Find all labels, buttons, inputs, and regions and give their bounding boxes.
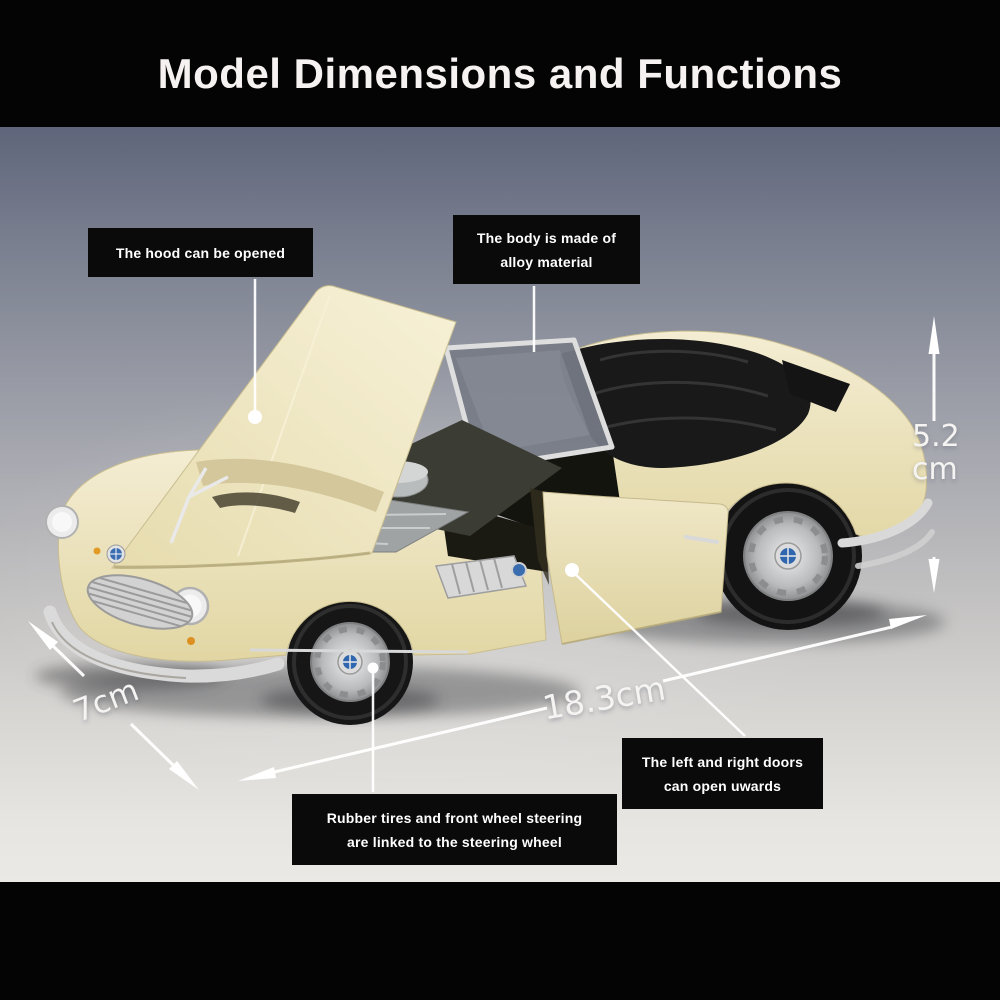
car-illustration xyxy=(28,279,945,792)
bmw-roundel-nose xyxy=(106,544,126,564)
doors-callout-dot xyxy=(565,563,579,577)
callout-doors: The left and right doors can open uwards xyxy=(622,738,823,809)
page-title: Model Dimensions and Functions xyxy=(157,49,843,97)
bottom-banner xyxy=(0,882,1000,1000)
height-dimension-arrow xyxy=(928,316,940,593)
callout-text-line: Rubber tires and front wheel steering xyxy=(326,809,583,826)
tires-callout-dot xyxy=(367,662,379,674)
height-value: 5.2 xyxy=(912,419,960,454)
car-body xyxy=(43,285,935,683)
callout-body-material: The body is made of alloy material xyxy=(453,215,640,284)
door-panel xyxy=(530,488,729,645)
height-unit: cm xyxy=(912,452,958,487)
rear-wheel xyxy=(714,482,862,630)
front-wheel xyxy=(287,599,413,725)
front-indicator-low xyxy=(187,637,195,645)
interior-tonneau xyxy=(559,339,850,468)
doors-callout-line xyxy=(571,570,746,737)
height-dimension-label: 5.2 cm xyxy=(912,420,960,486)
hood-trim xyxy=(169,467,229,544)
front-indicator xyxy=(93,547,101,555)
front-grille xyxy=(84,574,196,630)
door-handle xyxy=(684,535,719,544)
annotations xyxy=(28,279,940,792)
hood-callout-dot xyxy=(248,410,262,424)
length-dimension-arrow xyxy=(238,615,927,781)
callout-text-line: alloy material xyxy=(500,253,593,270)
headlight-left xyxy=(45,505,79,539)
title-banner: Model Dimensions and Functions xyxy=(0,0,1000,127)
callout-tires: Rubber tires and front wheel steering ar… xyxy=(292,794,617,865)
rear-bumper xyxy=(837,498,933,548)
fender-vent xyxy=(434,555,528,599)
callout-text-line: The left and right doors xyxy=(641,753,804,770)
width-dimension-arrow xyxy=(28,621,199,790)
callout-hood: The hood can be opened xyxy=(88,228,313,277)
callout-text-line: The body is made of xyxy=(476,229,617,246)
callout-text-line: are linked to the steering wheel xyxy=(347,833,562,850)
callout-text-line: can open uwards xyxy=(663,777,782,794)
rocker-trim xyxy=(249,648,469,654)
photo-area: The hood can be opened The body is made … xyxy=(0,127,1000,882)
front-bumper xyxy=(43,605,285,683)
callout-text-line: The hood can be opened xyxy=(115,244,286,261)
